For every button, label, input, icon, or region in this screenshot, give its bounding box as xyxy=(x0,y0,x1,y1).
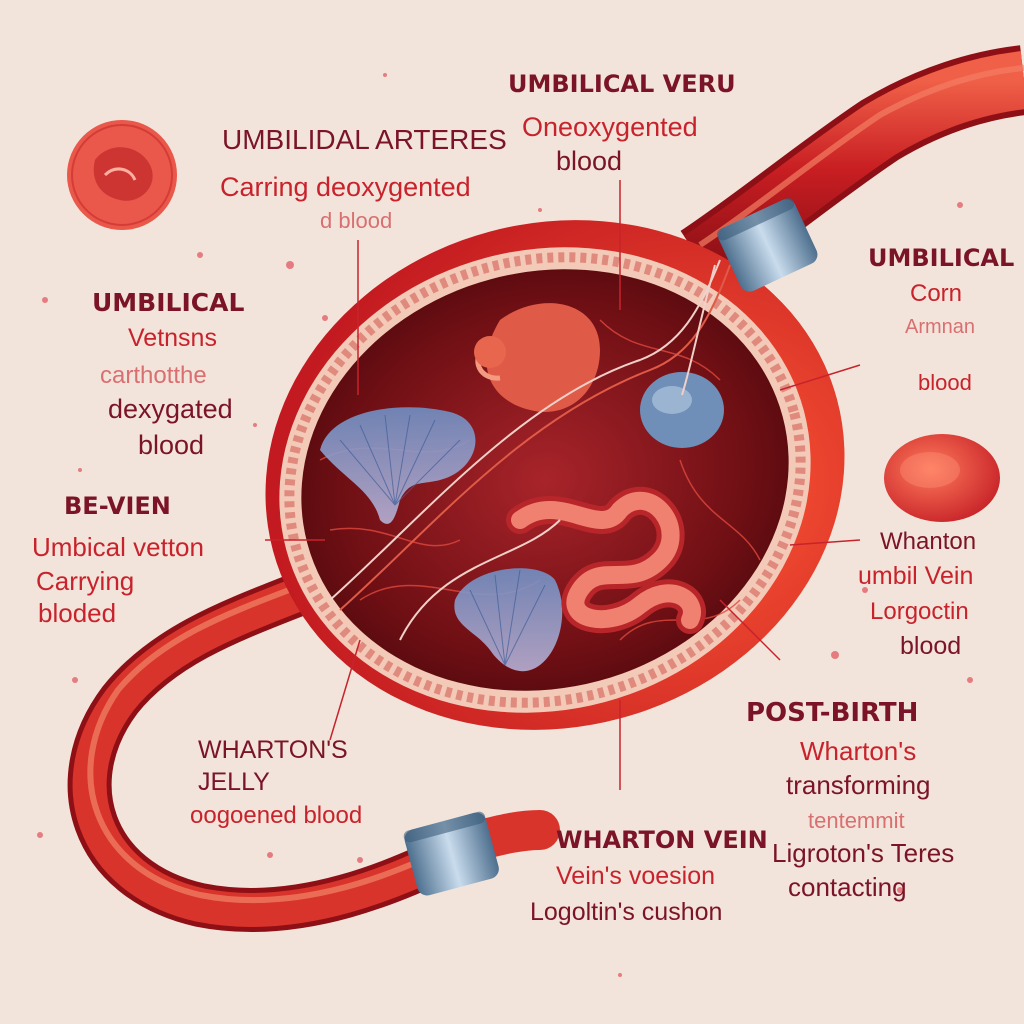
label-title: JELLY xyxy=(198,768,270,796)
upper-clamp-icon xyxy=(717,197,818,292)
leader-lines xyxy=(265,180,861,790)
umbilical-vessel-threads xyxy=(329,259,731,641)
label-title: UMBILICAL xyxy=(92,288,245,317)
label-title: POST-BIRTH xyxy=(746,698,919,728)
blood-cell-icon xyxy=(884,434,1000,522)
label-line: blood xyxy=(918,370,972,395)
label-title: WHARTON VEIN xyxy=(556,826,768,854)
label-line: Armnan xyxy=(905,316,976,338)
lower-clamp-icon xyxy=(403,811,499,896)
label-title: BE-VIEN xyxy=(64,492,171,520)
label-line: Carring deoxygented xyxy=(220,172,471,202)
label-title: UMBILIDAL ARTERES xyxy=(222,124,507,155)
label-line: dexygated xyxy=(108,394,233,424)
fetal-tissue-shape xyxy=(474,303,600,412)
label-line: Vein's voesion xyxy=(556,862,716,890)
label-line: Corn xyxy=(910,280,963,307)
label-line: Umbical vetton xyxy=(32,532,204,562)
label-line: tentemmit xyxy=(808,808,905,833)
label-line: blood xyxy=(138,430,205,460)
label-title: Whanton xyxy=(880,528,977,555)
label-line: Wharton's xyxy=(800,736,917,766)
label-line: carthotthe xyxy=(100,362,207,389)
label-line: d blood xyxy=(320,208,393,233)
label-line: Lorgoctin xyxy=(870,598,969,625)
label-line: umbil Vein xyxy=(858,562,974,590)
label-line: Vetnsns xyxy=(128,324,217,352)
label-title: WHARTON'S xyxy=(198,736,348,764)
artery-cross-section-icon xyxy=(67,120,177,230)
label-line: oogoened blood xyxy=(190,802,363,829)
label-line: Logoltin's cushon xyxy=(530,898,723,926)
placenta-fan-upper xyxy=(320,407,476,524)
label-line: blood xyxy=(900,632,962,660)
coiled-vessels xyxy=(506,486,706,634)
label-line: Oneoxygented xyxy=(522,112,698,142)
label-title: UMBILICAL VERU xyxy=(508,70,736,98)
label-line: Ligroton's Teres xyxy=(772,838,955,868)
label-line: blood xyxy=(556,146,623,176)
amniotic-sac-icon xyxy=(640,372,724,448)
label-line: transforming xyxy=(786,770,931,800)
placenta-fan-lower xyxy=(454,568,563,672)
label-line: bloded xyxy=(38,598,117,628)
label-line: Carrying xyxy=(36,566,135,596)
label-line: contacting xyxy=(788,872,907,902)
blood-droplets xyxy=(37,73,973,977)
label-title: UMBILICAL xyxy=(868,244,1015,272)
